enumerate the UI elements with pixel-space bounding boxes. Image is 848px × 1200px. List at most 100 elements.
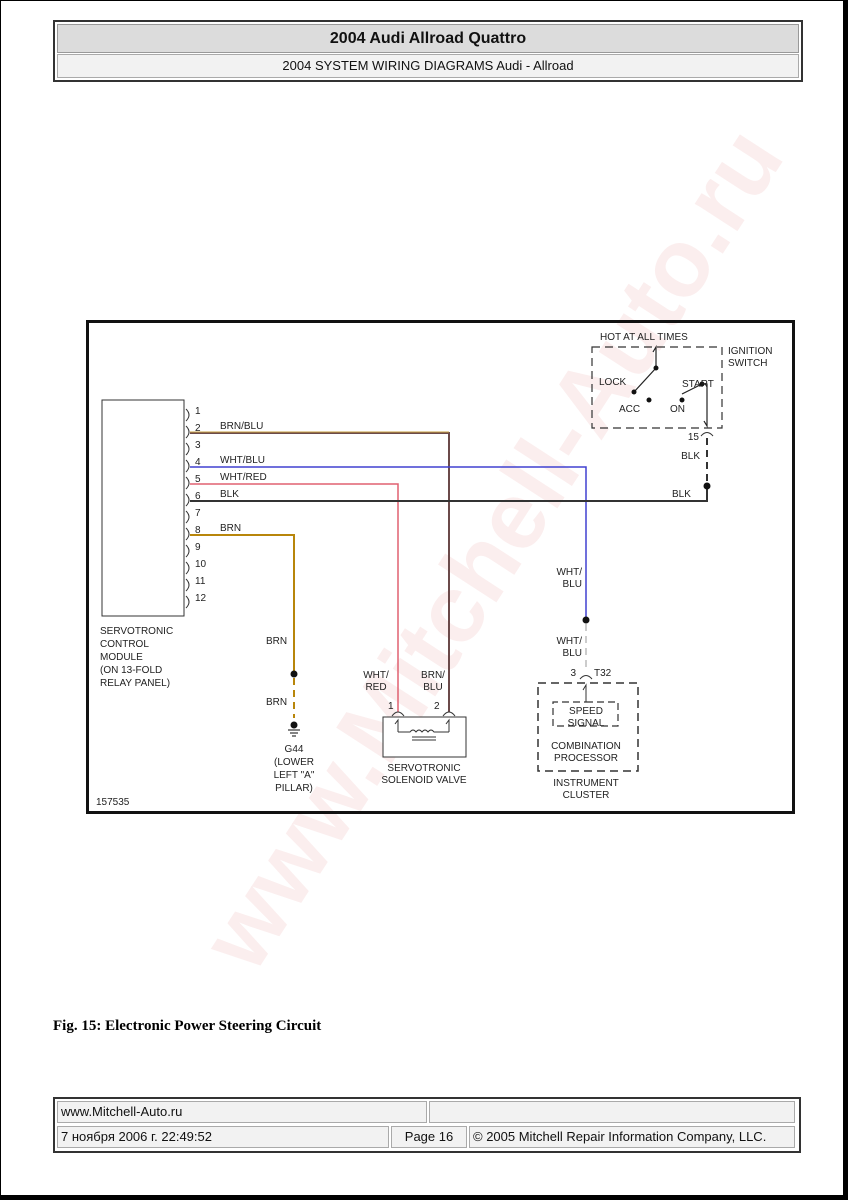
ground-location-line: LEFT "A"	[274, 770, 315, 781]
signal-arrow-icon	[582, 683, 587, 702]
connector-15-icon	[700, 432, 714, 437]
document-title: 2004 Audi Allroad Quattro	[57, 24, 799, 53]
control-module-box	[101, 399, 185, 617]
wire-label-brn-lower: BRN	[266, 697, 287, 708]
pin-number: 12	[195, 593, 207, 604]
header: 2004 Audi Allroad Quattro 2004 SYSTEM WI…	[53, 20, 803, 82]
wire-label-wht-red: WHT/	[363, 670, 389, 681]
footer-date: 7 ноября 2006 г. 22:49:52	[57, 1126, 389, 1148]
acc-position-label: ACC	[619, 404, 640, 415]
pin-connector-icon	[185, 544, 190, 558]
pin-number: 10	[195, 559, 207, 570]
ignition-name: SWITCH	[728, 358, 767, 369]
pin-connector-icon	[185, 493, 190, 507]
connector-t32-icon	[579, 675, 593, 680]
ground-location-line: (LOWER	[274, 757, 314, 768]
pin-connector-icon	[185, 476, 190, 490]
pin-connector-icon	[185, 578, 190, 592]
wire-label-brn-upper: BRN	[266, 636, 287, 647]
figure-id: 157535	[96, 797, 130, 808]
pin-number: 1	[195, 406, 201, 417]
wire-label-blk-right: BLK	[672, 489, 691, 500]
wire-brn-blu-dark	[190, 432, 450, 712]
wire-wht-red	[190, 483, 399, 712]
wire-label-pin4: WHT/BLU	[220, 455, 265, 466]
ignition-pin-label: 15	[688, 432, 700, 443]
wire-blk	[190, 486, 708, 502]
module-label-line: RELAY PANEL)	[100, 678, 170, 689]
wire-label-pin8: BRN	[220, 523, 241, 534]
speed-signal-label: SPEED	[569, 706, 603, 717]
wire-label-wht-blu-upper: WHT/	[556, 567, 582, 578]
speed-signal-box	[552, 701, 619, 727]
cluster-pin-label: 3	[570, 668, 576, 679]
instrument-cluster: 3 T32 SPEED SIGNAL COMBINATION PROCESSOR…	[537, 668, 639, 801]
solenoid-wire-labels: WHT/ RED BRN/ BLU	[363, 670, 445, 693]
wire-wht-blu	[190, 466, 587, 620]
lock-position-label: LOCK	[599, 377, 627, 388]
footer-copyright: © 2005 Mitchell Repair Information Compa…	[469, 1126, 795, 1148]
ground-id: G44	[285, 744, 304, 755]
splice-dot-brn	[290, 670, 298, 678]
contact-dot	[653, 365, 659, 371]
on-position-label: ON	[670, 404, 685, 415]
document-subtitle: 2004 SYSTEM WIRING DIAGRAMS Audi - Allro…	[57, 54, 799, 78]
connector-pin1-icon	[391, 711, 405, 717]
splice-dot-blk	[703, 482, 711, 490]
wire-label-brn-blu: BLU	[423, 682, 442, 693]
pin-number: 8	[195, 525, 201, 536]
pin-number: 9	[195, 542, 201, 553]
pin-number: 7	[195, 508, 201, 519]
wire-label-wht-blu-lower: BLU	[563, 648, 582, 659]
pin-number: 2	[195, 423, 201, 434]
ground-icon	[288, 721, 300, 737]
pin-connector-icon	[185, 595, 190, 609]
ignition-switch: HOT AT ALL TIMES IGNITION SWITCH LOCK AC…	[591, 332, 772, 443]
pin-connector-icon	[185, 425, 190, 439]
control-module-label: SERVOTRONIC CONTROL MODULE (ON 13-FOLD R…	[100, 626, 173, 689]
wire-label-pin5: WHT/RED	[220, 472, 267, 483]
wht-blu-vertical-labels: WHT/ BLU WHT/ BLU	[556, 567, 582, 659]
diagram-frame	[86, 320, 795, 814]
footer: www.Mitchell-Auto.ru 7 ноября 2006 г. 22…	[53, 1097, 801, 1153]
solenoid-pin1-label: 1	[388, 701, 394, 712]
pin-number: 4	[195, 457, 201, 468]
module-label-line: MODULE	[100, 652, 143, 663]
cluster-name: INSTRUMENT	[553, 778, 619, 789]
pin-connector-icon	[185, 561, 190, 575]
module-label-line: SERVOTRONIC	[100, 626, 173, 637]
solenoid-valve: 1 2 SERVOTRONIC SOLENOID VALVE	[381, 701, 467, 786]
wire-label-pin2: BRN/BLU	[220, 421, 263, 432]
contact-dot	[699, 381, 705, 387]
ignition-dashed-box	[591, 346, 723, 429]
wire-label-blk-vertical: BLK	[681, 451, 700, 462]
pin-connector-icon	[185, 510, 190, 524]
wire-label-wht-blu-upper: BLU	[563, 579, 582, 590]
processor-label: PROCESSOR	[554, 753, 618, 764]
start-position-label: START	[682, 379, 714, 390]
wire-brn-blu	[190, 431, 450, 712]
ground-label: G44 (LOWER LEFT "A" PILLAR)	[274, 744, 315, 794]
pin-number: 6	[195, 491, 201, 502]
pin-connector-icon	[185, 442, 190, 456]
solenoid-name: SOLENOID VALVE	[381, 775, 467, 786]
pin-connector-icon	[185, 527, 190, 541]
wire-label-brn-blu: BRN/	[421, 670, 445, 681]
wire-label-wht-blu-lower: WHT/	[556, 636, 582, 647]
coil-icon	[394, 718, 450, 741]
solenoid-name: SERVOTRONIC	[387, 763, 460, 774]
connector-pin2-icon	[442, 711, 456, 717]
hot-at-all-times-label: HOT AT ALL TIMES	[600, 332, 688, 343]
contact-dot	[646, 397, 652, 403]
speed-signal-label: SIGNAL	[568, 718, 605, 729]
wire-brn	[190, 534, 295, 674]
cluster-connector-label: T32	[594, 668, 612, 679]
contact-dot	[631, 389, 637, 395]
pin-connector-icon	[185, 408, 190, 422]
contact-dot	[679, 397, 685, 403]
pin-number: 3	[195, 440, 201, 451]
pin-number: 11	[195, 576, 206, 587]
module-label-line: CONTROL	[100, 639, 149, 650]
